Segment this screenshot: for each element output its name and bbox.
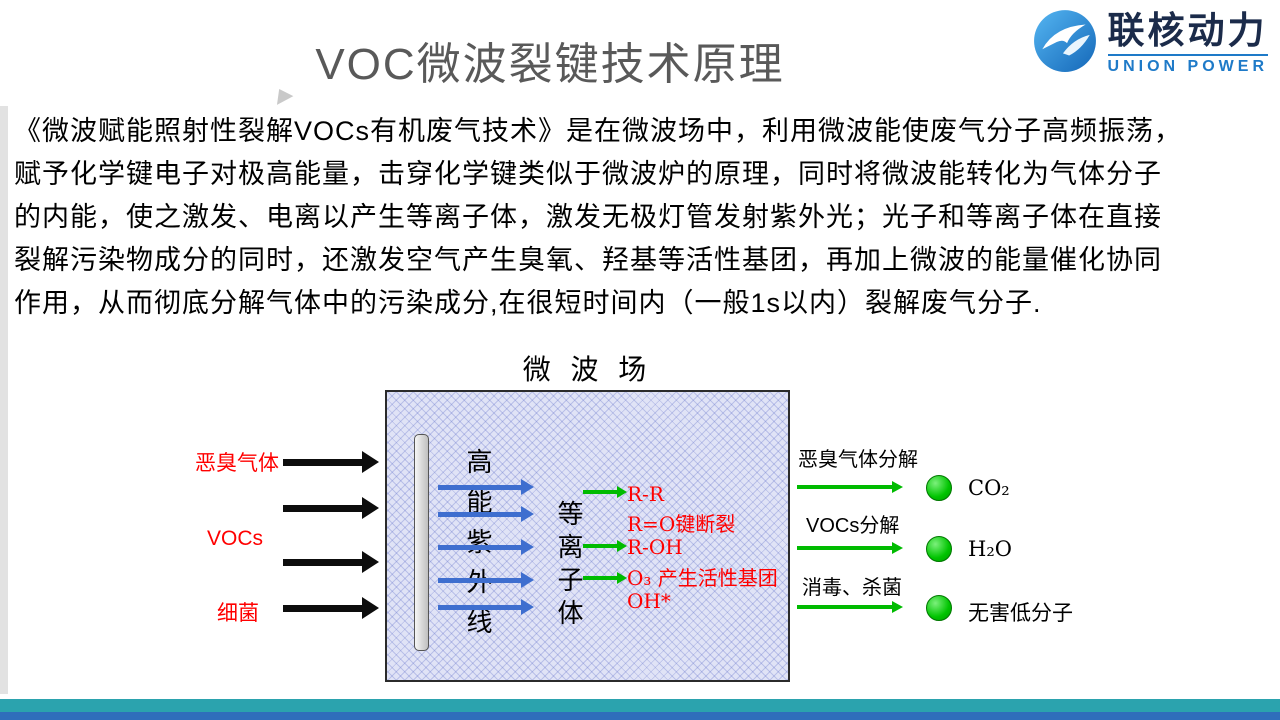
intro-line: 作用，从而彻底分解气体中的污染成分,在很短时间内（一般1s以内）裂解废气分子.	[14, 288, 1042, 318]
brand-name: 联核动力	[1107, 10, 1268, 52]
product-label: H₂O	[968, 537, 1012, 561]
reaction-text: R=O键断裂	[627, 512, 736, 536]
left-edge-bar	[0, 106, 8, 694]
page-title: VOC微波裂键技术原理	[315, 40, 785, 89]
plasma-arrow-icon	[583, 572, 627, 584]
reaction-text: R-R	[627, 482, 664, 506]
uv-lamp	[414, 434, 429, 651]
input-label-bacteria: 细菌	[217, 602, 259, 625]
plasma-arrow-icon	[583, 540, 627, 552]
product-label: 无害低分子	[968, 601, 1073, 625]
product-dot-icon	[926, 475, 952, 501]
brand-divider	[1107, 53, 1268, 56]
uv-ray-arrow-icon	[438, 539, 534, 555]
output-arrow-icon	[797, 481, 903, 493]
brand-subtitle: UNION POWER	[1107, 57, 1268, 75]
input-arrow-icon	[283, 597, 379, 619]
intro-line: 赋予化学键电子对极高能量，击穿化学键类似于微波炉的原理，同时将微波能转化为气体分…	[14, 159, 1162, 189]
product-dot-icon	[926, 536, 952, 562]
input-arrow-icon	[283, 497, 379, 519]
output-process-label: 消毒、杀菌	[802, 577, 902, 599]
intro-line: 的内能，使之激发、电离以产生等离子体，激发无极灯管发射紫外光；光子和等离子体在直…	[14, 202, 1162, 232]
plasma-label: 等离子体	[554, 500, 584, 632]
plasma-arrow-icon	[583, 486, 627, 498]
product-label: CO₂	[968, 476, 1010, 500]
intro-line: 裂解污染物成分的同时，还激发空气产生臭氧、羟基等活性基团，再加上微波的能量催化协…	[14, 245, 1162, 275]
logo-text: 联核动力 UNION POWER	[1107, 10, 1268, 76]
reactor-box	[385, 390, 790, 682]
reaction-text: OH*	[627, 589, 671, 613]
input-arrow-icon	[283, 551, 379, 573]
footer-base-bar	[0, 712, 1280, 720]
reaction-text: R-OH	[627, 535, 683, 559]
output-arrow-icon	[797, 542, 903, 554]
footer-accent-bar	[0, 699, 1280, 712]
output-arrow-icon	[797, 601, 903, 613]
microwave-field-label: 微 波 场	[522, 354, 653, 385]
intro-line: 《微波赋能照射性裂解VOCs有机废气技术》是在微波场中，利用微波能使废气分子高频…	[14, 116, 1183, 146]
product-dot-icon	[926, 595, 952, 621]
output-process-label: VOCs分解	[806, 515, 900, 537]
input-label-vocs: VOCs	[207, 527, 264, 550]
logo: 联核动力 UNION POWER	[1032, 8, 1268, 79]
intro-paragraph: 《微波赋能照射性裂解VOCs有机废气技术》是在微波场中，利用微波能使废气分子高频…	[14, 110, 1270, 325]
input-arrow-icon	[283, 451, 379, 473]
title-decoration-triangle-icon	[276, 89, 295, 107]
uv-ray-arrow-icon	[438, 572, 534, 588]
uv-ray-arrow-icon	[438, 479, 534, 495]
logo-globe-icon	[1032, 8, 1098, 79]
output-process-label: 恶臭气体分解	[798, 449, 918, 471]
reaction-text: O₃ 产生活性基团	[627, 566, 778, 590]
input-label-odor-gas: 恶臭气体	[195, 452, 279, 475]
uv-ray-arrow-icon	[438, 506, 534, 522]
uv-ray-arrow-icon	[438, 599, 534, 615]
